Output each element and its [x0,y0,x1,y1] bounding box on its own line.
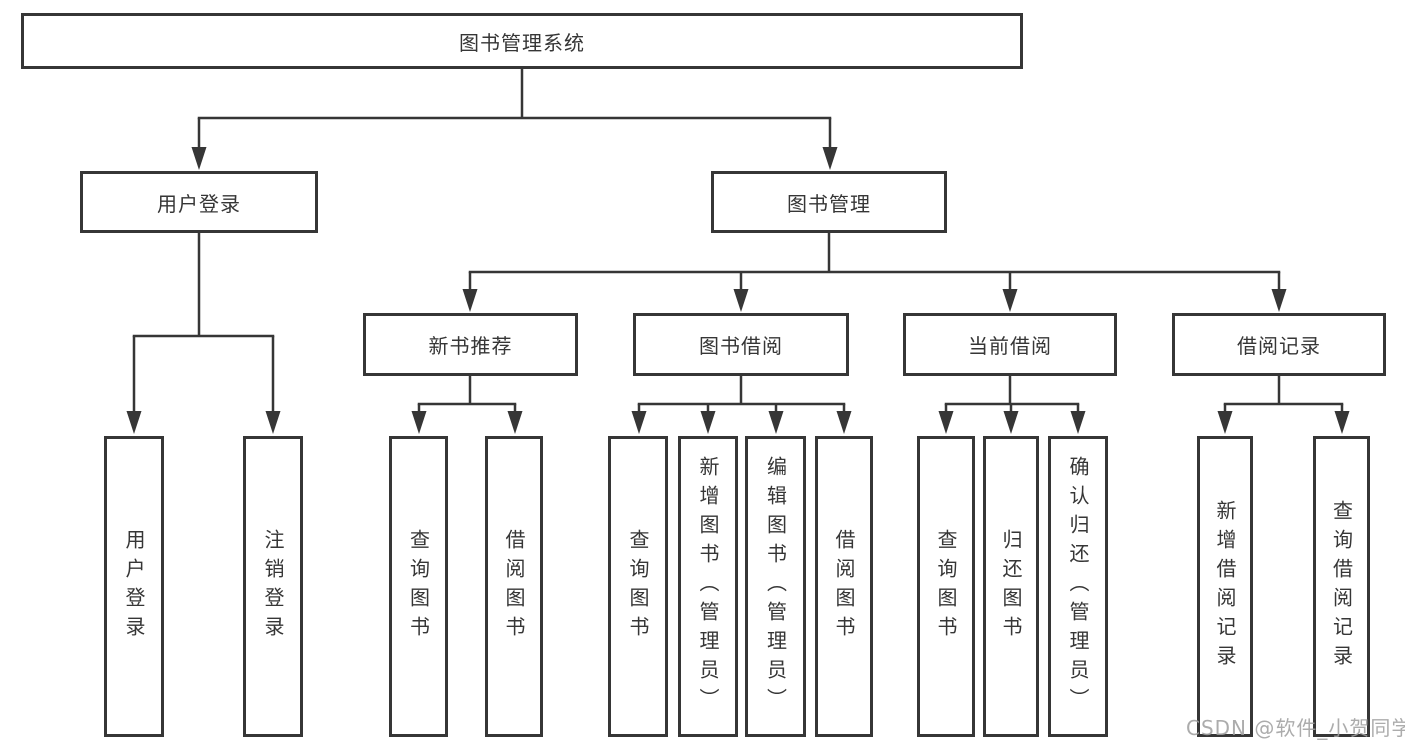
leaf-query-book-current: 查询图书 [917,436,975,737]
leaf-borrow-book: 借阅图书 [815,436,873,737]
leaf-logout: 注销登录 [243,436,303,737]
leaf-user-login: 用户登录 [104,436,164,737]
node-borrow-records: 借阅记录 [1172,313,1386,376]
leaf-add-borrow-record: 新增借阅记录 [1197,436,1253,737]
leaf-return-book: 归还图书 [983,436,1039,737]
leaf-confirm-return-admin: 确认归还（管理员） [1048,436,1108,737]
arrowhead-icons [126,147,1350,434]
csdn-watermark: CSDN @软件_小贺同学 [1186,716,1405,740]
leaf-query-borrow-record: 查询借阅记录 [1313,436,1370,737]
node-root-system: 图书管理系统 [21,13,1023,69]
node-book-management: 图书管理 [711,171,947,233]
node-user-login: 用户登录 [80,171,318,233]
leaf-add-book-admin: 新增图书（管理员） [678,436,738,737]
leaf-query-book-recommend: 查询图书 [389,436,448,737]
node-new-book-recommend: 新书推荐 [363,313,578,376]
leaf-edit-book-admin: 编辑图书（管理员） [745,436,806,737]
leaf-query-book-borrow: 查询图书 [608,436,668,737]
node-book-borrow: 图书借阅 [633,313,849,376]
leaf-borrow-book-recommend: 借阅图书 [485,436,543,737]
node-current-borrow: 当前借阅 [903,313,1117,376]
